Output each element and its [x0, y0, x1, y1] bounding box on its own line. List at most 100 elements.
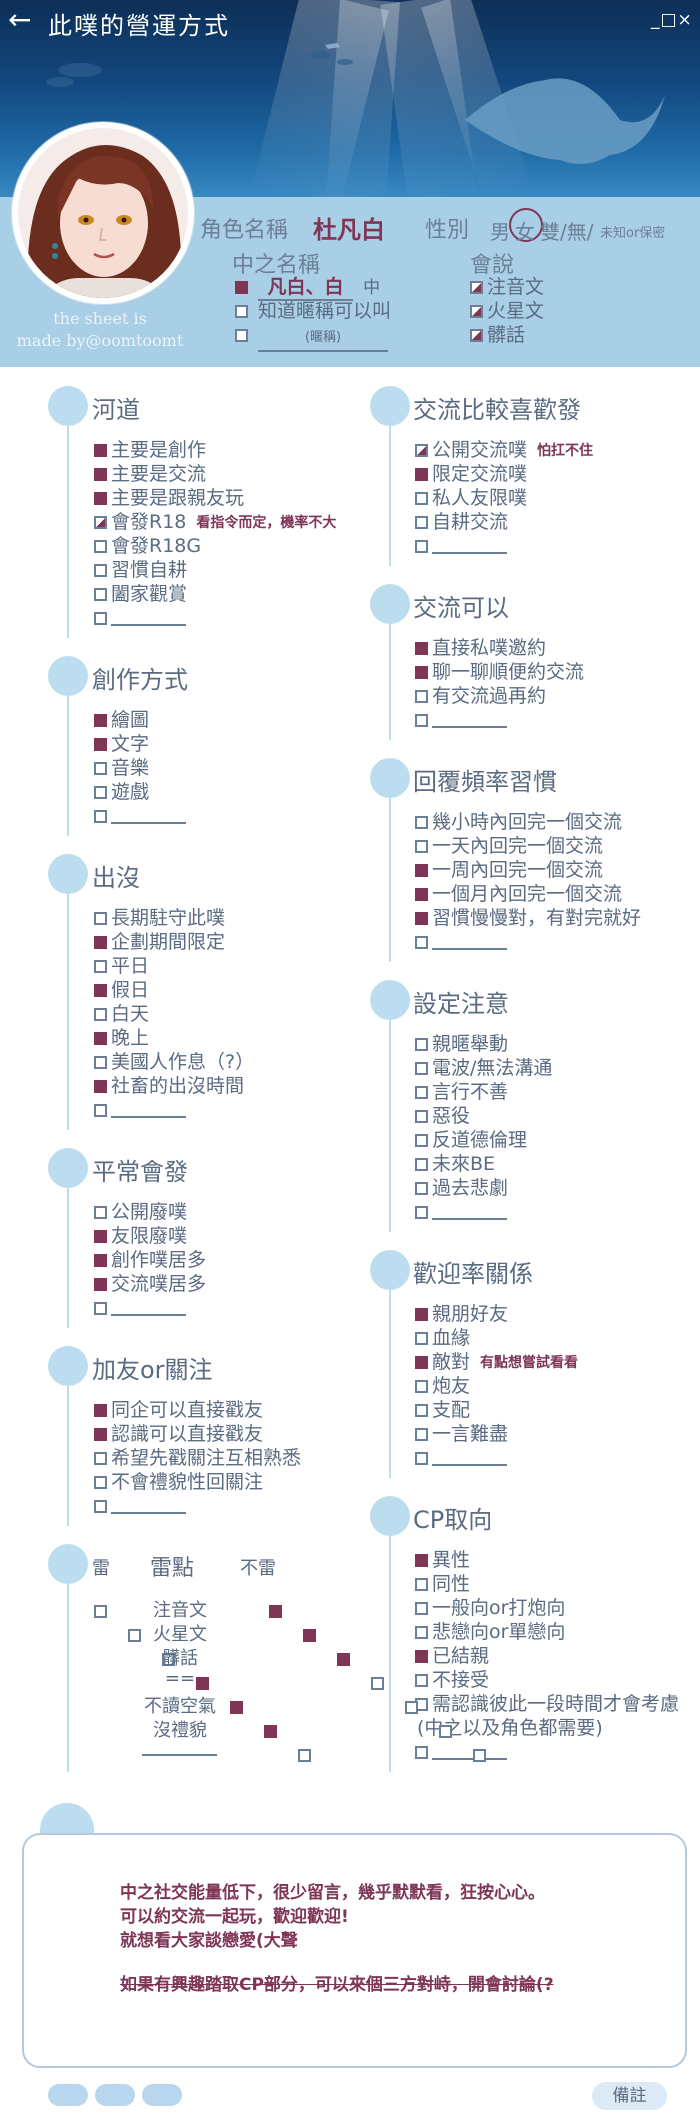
checkbox[interactable] [94, 936, 107, 949]
checkbox[interactable] [94, 1104, 107, 1117]
checkbox[interactable] [94, 564, 107, 577]
checkbox[interactable] [415, 1086, 428, 1099]
checkbox[interactable] [415, 1182, 428, 1195]
checkbox[interactable] [94, 1476, 107, 1489]
checkbox[interactable] [470, 305, 483, 318]
ok-checkbox[interactable] [337, 1653, 350, 1666]
checkbox[interactable] [94, 810, 107, 823]
blank-line[interactable] [432, 1206, 507, 1220]
nickname-checkbox[interactable] [235, 329, 248, 342]
checkbox[interactable] [415, 1332, 428, 1345]
checkbox[interactable] [415, 1380, 428, 1393]
checkbox[interactable] [94, 1404, 107, 1417]
checkbox[interactable] [94, 1302, 107, 1315]
checkbox[interactable] [415, 864, 428, 877]
checkbox[interactable] [415, 816, 428, 829]
checkbox[interactable] [470, 281, 483, 294]
checkbox[interactable] [415, 1746, 428, 1759]
checkbox[interactable] [415, 1206, 428, 1219]
ok-checkbox[interactable] [269, 1605, 282, 1618]
checkbox[interactable] [415, 642, 428, 655]
checkbox[interactable] [415, 1554, 428, 1567]
mine-checkbox[interactable] [230, 1701, 243, 1714]
checkbox[interactable] [94, 468, 107, 481]
checkbox[interactable] [94, 1278, 107, 1291]
memo-button[interactable]: 備註 [592, 2082, 667, 2110]
checkbox[interactable] [94, 984, 107, 997]
checkbox[interactable] [415, 1626, 428, 1639]
blank-line[interactable] [111, 1302, 186, 1316]
blank-line[interactable] [432, 714, 507, 728]
checkbox[interactable] [94, 912, 107, 925]
checkbox[interactable] [415, 1038, 428, 1051]
ok-checkbox[interactable] [439, 1725, 452, 1738]
checkbox[interactable] [415, 1404, 428, 1417]
checkbox[interactable] [94, 1230, 107, 1243]
checkbox[interactable] [94, 1254, 107, 1267]
mine-checkbox[interactable] [162, 1653, 175, 1666]
checkbox[interactable] [415, 468, 428, 481]
mine-checkbox[interactable] [128, 1629, 141, 1642]
checkbox[interactable] [415, 1134, 428, 1147]
checkbox[interactable] [470, 329, 483, 342]
checkbox[interactable] [94, 762, 107, 775]
checkbox[interactable] [94, 612, 107, 625]
blank-line[interactable] [111, 1500, 186, 1514]
checkbox[interactable] [94, 540, 107, 553]
blank-line[interactable] [432, 1452, 507, 1466]
checkbox[interactable] [415, 492, 428, 505]
blank-line[interactable] [432, 540, 507, 554]
checkbox[interactable] [94, 1080, 107, 1093]
back-arrow-icon[interactable]: ← [8, 3, 32, 36]
checkbox[interactable] [415, 690, 428, 703]
checkbox[interactable] [415, 540, 428, 553]
checkbox[interactable] [94, 1206, 107, 1219]
mine-checkbox[interactable] [196, 1677, 209, 1690]
checkbox[interactable] [415, 1578, 428, 1591]
checkbox[interactable] [415, 1308, 428, 1321]
checkbox[interactable] [415, 1674, 428, 1687]
nickname-ok-checkbox[interactable] [235, 305, 248, 318]
checkbox[interactable] [94, 738, 107, 751]
blank-line[interactable] [432, 936, 507, 950]
checkbox[interactable] [94, 1500, 107, 1513]
checkbox[interactable] [415, 912, 428, 925]
checkbox[interactable] [415, 840, 428, 853]
checkbox[interactable] [415, 666, 428, 679]
checkbox[interactable] [94, 1008, 107, 1021]
checkbox[interactable] [415, 1650, 428, 1663]
checkbox[interactable] [94, 786, 107, 799]
checkbox[interactable] [415, 936, 428, 949]
blank-line[interactable] [111, 810, 186, 824]
checkbox[interactable] [415, 1158, 428, 1171]
mine-checkbox[interactable] [264, 1725, 277, 1738]
checkbox[interactable] [94, 714, 107, 727]
checkbox[interactable] [415, 714, 428, 727]
checkbox[interactable] [415, 888, 428, 901]
ok-checkbox[interactable] [473, 1749, 486, 1762]
checkbox[interactable] [94, 1452, 107, 1465]
checkbox[interactable] [415, 1452, 428, 1465]
checkbox[interactable] [415, 1110, 428, 1123]
ok-checkbox[interactable] [303, 1629, 316, 1642]
mine-checkbox[interactable] [298, 1749, 311, 1762]
checkbox[interactable] [94, 444, 107, 457]
checkbox[interactable] [415, 1428, 428, 1441]
checkbox[interactable] [94, 1032, 107, 1045]
checkbox[interactable] [415, 1602, 428, 1615]
checkbox[interactable] [94, 492, 107, 505]
blank-line[interactable] [432, 1746, 507, 1760]
checkbox[interactable] [415, 444, 428, 457]
ok-checkbox[interactable] [405, 1701, 418, 1714]
checkbox[interactable] [415, 516, 428, 529]
checkbox[interactable] [94, 960, 107, 973]
window-controls[interactable]: _□× [651, 10, 693, 30]
pl-name-checkbox[interactable] [235, 281, 248, 294]
blank-line[interactable] [142, 1742, 217, 1756]
checkbox[interactable] [415, 1062, 428, 1075]
blank-line[interactable] [111, 1104, 186, 1118]
checkbox[interactable] [415, 1356, 428, 1369]
mine-checkbox[interactable] [94, 1605, 107, 1618]
checkbox[interactable] [94, 588, 107, 601]
checkbox[interactable] [94, 1428, 107, 1441]
